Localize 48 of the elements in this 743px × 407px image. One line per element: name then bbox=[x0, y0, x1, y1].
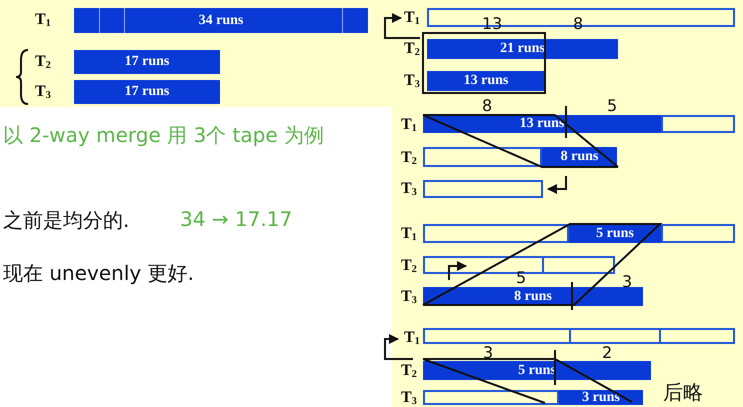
run-count: 3 runs bbox=[582, 390, 620, 406]
run-count: 8 runs bbox=[514, 288, 552, 304]
tape-bar bbox=[423, 361, 651, 380]
tape-label: T$_{1}$ bbox=[404, 329, 420, 347]
tape-bar bbox=[427, 71, 545, 91]
tape-bar bbox=[74, 80, 220, 104]
handwritten-number: 5 bbox=[516, 268, 526, 287]
tape-label: T$_{1}$ bbox=[35, 11, 51, 29]
handwritten-number: 3 bbox=[483, 343, 494, 362]
tape-label: T$_{3}$ bbox=[401, 288, 417, 306]
empty-tape-bar bbox=[423, 328, 735, 344]
run-count: 34 runs bbox=[198, 12, 244, 28]
tape-label: T$_{3}$ bbox=[401, 389, 417, 407]
run-count: 5 runs bbox=[596, 226, 634, 242]
run-count: 8 runs bbox=[560, 149, 598, 165]
run-count: 17 runs bbox=[124, 84, 170, 100]
run-count: 13 runs bbox=[520, 116, 564, 132]
tape-bar bbox=[74, 8, 368, 33]
tape-label: T$_{2}$ bbox=[401, 257, 417, 275]
handwritten-note: 之前是均分的. bbox=[3, 207, 130, 234]
tape-bar bbox=[74, 50, 220, 74]
run-count: 21 runs bbox=[500, 41, 545, 57]
run-count: 17 runs bbox=[124, 54, 170, 70]
handwritten-number: 2 bbox=[602, 343, 612, 362]
tape-bar bbox=[569, 224, 661, 243]
empty-tape-bar bbox=[423, 180, 543, 198]
tape-label: T$_{1}$ bbox=[401, 116, 417, 134]
handwritten-number: 8 bbox=[482, 96, 492, 115]
run-count: 13 runs bbox=[464, 73, 508, 89]
tape-label: T$_{2}$ bbox=[401, 362, 417, 380]
tape-label: T$_{2}$ bbox=[404, 40, 420, 58]
tape-label: T$_{3}$ bbox=[401, 180, 417, 198]
tape-label: T$_{2}$ bbox=[35, 53, 51, 71]
tape-label: T$_{2}$ bbox=[401, 149, 417, 167]
handwritten-number: 5 bbox=[607, 96, 618, 115]
tape-bar bbox=[423, 115, 661, 133]
handwritten-note: 现在 unevenly 更好. bbox=[3, 260, 194, 287]
tape-label: T$_{3}$ bbox=[35, 83, 51, 101]
tape-bar bbox=[559, 390, 643, 405]
tape-label: T$_{1}$ bbox=[401, 225, 417, 243]
tape-bar bbox=[427, 39, 618, 59]
handwritten-note: 后略 bbox=[663, 379, 703, 406]
tape-label: T$_{3}$ bbox=[404, 72, 420, 90]
tape-label: T$_{1}$ bbox=[404, 9, 420, 27]
tape-bar bbox=[542, 147, 617, 167]
handwritten-note: 34 → 17.17 bbox=[180, 207, 292, 231]
handwritten-note: 以 2-way merge 用 3个 tape 为例 bbox=[3, 122, 324, 149]
handwritten-number: 3 bbox=[622, 272, 632, 291]
